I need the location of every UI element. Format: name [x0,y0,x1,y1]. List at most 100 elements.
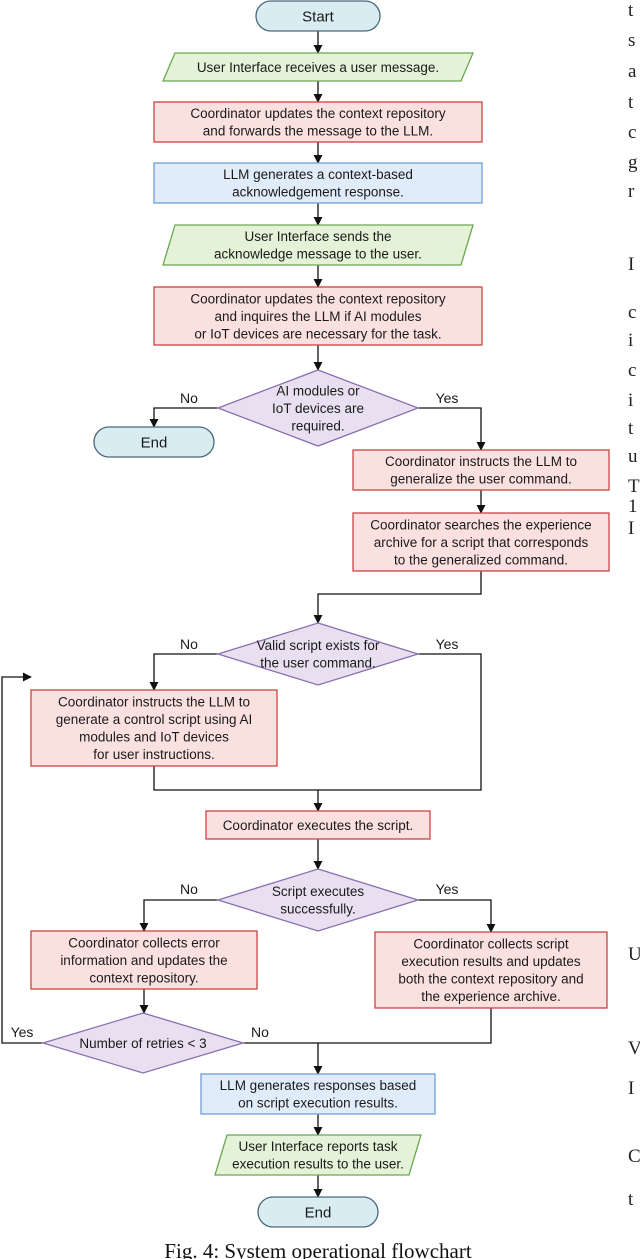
node-text: both the context repository and [398,972,583,987]
node-text: Coordinator instructs the LLM to [385,454,577,469]
node-ui-send-ack: User Interface sends the acknowledge mess… [162,224,474,266]
connector-arrow [318,653,482,791]
node-coord-forward: Coordinator updates the context reposito… [153,101,483,143]
branch-label-required-no: No [180,390,198,406]
node-llm-ack: LLM generates a context-based acknowledge… [153,162,483,204]
shape-dec-retries [40,1012,246,1074]
side-text-fragment: U [628,944,640,965]
side-text-fragment: t [628,0,634,21]
figure-caption: Fig. 4: System operational flowchart [164,1239,472,1259]
side-text-fragment: r [628,181,635,202]
side-text-fragment: C [628,1146,640,1167]
node-text: and inquires the LLM if AI modules [214,309,421,324]
connector-arrow [149,407,218,428]
shape-coord-search [352,512,610,572]
node-text: Script executes [272,884,365,899]
shape-dec-success [215,868,421,932]
node-text: Number of retries < 3 [79,1036,206,1051]
node-text: End [305,1204,332,1221]
node-text: User Interface sends the [244,229,391,244]
node-text: on script execution results. [238,1096,398,1111]
shape-ui-receive [162,52,474,82]
side-text-fragment: T [628,476,640,497]
node-text: modules and IoT devices [79,730,229,745]
node-text: Coordinator instructs the LLM to [58,695,250,710]
side-text-fragment: I [628,1078,634,1099]
node-text: Coordinator updates the context reposito… [190,291,445,306]
shape-ui-send-ack [162,224,474,266]
node-text: the user command. [260,656,376,671]
node-text: context repository. [89,970,198,985]
side-text-fragment: a [628,61,637,82]
branch-label-success-no: No [180,881,198,897]
connector-arrow [418,407,486,451]
node-text: User Interface receives a user message. [197,60,439,75]
node-text: Start [302,8,335,25]
shape-dec-required [216,369,420,447]
side-text-fragment: c [628,122,636,143]
side-text-fragment: u [628,446,638,467]
shape-coord-execute [205,810,431,840]
side-text-fragment: i [628,390,633,411]
connector-arrow [313,571,482,624]
node-text: Coordinator collects script [413,937,569,952]
side-text-fragment: s [628,30,635,51]
side-text-fragment: 1 [628,496,638,517]
connector-arrow [1,672,43,1044]
branch-label-valid-yes: Yes [436,636,459,652]
shape-ui-report [214,1134,422,1176]
node-dec-retries: Number of retries < 3 [40,1012,246,1074]
side-text-fragment: t [628,92,634,113]
node-start: Start [255,0,381,32]
node-text: acknowledge message to the user. [214,247,422,262]
node-text: generate a control script using AI [56,712,253,727]
node-text: Coordinator updates the context reposito… [190,106,445,121]
node-ui-receive: User Interface receives a user message. [162,52,474,82]
node-text: for user instructions. [93,747,215,762]
node-text: to the generalized command. [394,552,568,567]
side-text-fragment: g [628,152,638,173]
connector-arrow [418,899,496,933]
node-text: IoT devices are [272,401,364,416]
node-text: LLM generates a context-based [223,167,413,182]
shape-coord-generalize [352,449,610,491]
branch-label-retries-no: No [251,1024,269,1040]
side-text-fragment: i [628,330,633,351]
node-text: LLM generates responses based [220,1078,417,1093]
node-text: acknowledgement response. [232,185,404,200]
branch-label-valid-no: No [180,636,198,652]
side-text-fragment: I [628,518,634,539]
side-text-fragment: c [628,360,636,381]
shape-coord-error [30,930,258,990]
node-text: Coordinator executes the script. [223,818,414,833]
side-text-fragment: t [628,1189,634,1210]
node-text: archive for a script that corresponds [374,535,589,550]
node-text: or IoT devices are necessary for the tas… [194,326,441,341]
node-text: User Interface reports task [238,1139,397,1154]
branch-label-success-yes: Yes [436,881,459,897]
shape-llm-ack [153,162,483,204]
node-text: and forwards the message to the LLM. [203,124,433,139]
flow-connectors [1,31,496,1198]
node-llm-responses: LLM generates responses based on script e… [200,1073,436,1115]
node-end-bottom: End [257,1196,379,1228]
node-coord-gen-script: Coordinator instructs the LLM to generate… [30,689,278,767]
node-coord-execute: Coordinator executes the script. [205,810,431,840]
shape-coord-forward [153,101,483,143]
shape-coord-inquire [153,286,483,346]
node-text: Coordinator collects error [68,935,220,950]
node-text: the experience archive. [421,989,561,1004]
node-text: Coordinator searches the experience [370,517,591,532]
node-end-top: End [93,426,215,458]
node-coord-generalize: Coordinator instructs the LLM togenerali… [352,449,610,491]
node-text: required. [291,418,344,433]
branch-label-retries-yes: Yes [11,1024,34,1040]
